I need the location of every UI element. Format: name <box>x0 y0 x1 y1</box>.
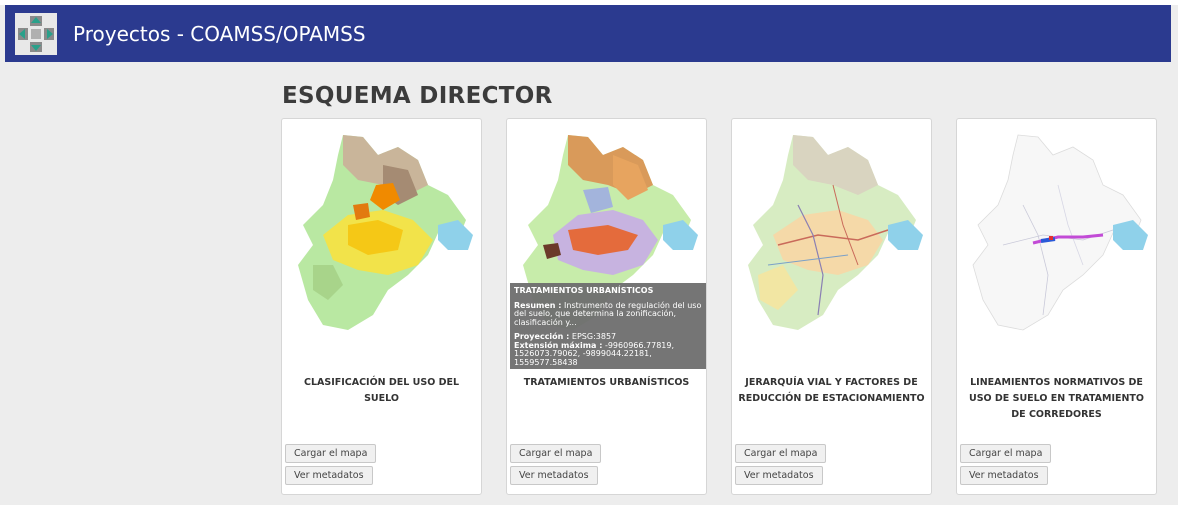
card-title: LINEAMIENTOS NORMATIVOS DE USO DE SUELO … <box>968 377 1144 420</box>
tooltip-extent-label: Extensión máxima : <box>514 340 603 350</box>
card-title: JERARQUÍA VIAL Y FACTORES DE REDUCCIÓN D… <box>738 377 925 404</box>
view-metadata-button[interactable]: Ver metadatos <box>960 466 1048 485</box>
corridor-guidelines-map-thumbnail[interactable] <box>963 125 1152 369</box>
tooltip-projection: Proyección : EPSG:3857 <box>514 332 702 342</box>
tooltip-summary-text: Instrumento de regulación del uso del su… <box>514 300 702 327</box>
tooltip-projection-value: EPSG:3857 <box>571 332 617 341</box>
opamss-logo-icon[interactable] <box>15 12 57 55</box>
map-card-land-use: CLASIFICACIÓN DEL USO DEL SUELO Cargar e… <box>281 118 482 495</box>
tooltip-summary: Resumen : Instrumento de regulación del … <box>514 300 702 328</box>
card-title: TRATAMIENTOS URBANÍSTICOS <box>523 377 690 388</box>
top-strip <box>0 0 1178 5</box>
load-map-button[interactable]: Cargar el mapa <box>960 444 1052 463</box>
tooltip-extent: Extensión máxima : -9960966.77819, 15260… <box>514 340 702 368</box>
road-hierarchy-map-thumbnail[interactable] <box>738 125 927 369</box>
view-metadata-button[interactable]: Ver metadatos <box>285 466 373 485</box>
app-title: Proyectos - COAMSS/OPAMSS <box>73 21 366 46</box>
card-title: CLASIFICACIÓN DEL USO DEL SUELO <box>303 377 460 404</box>
tooltip-heading: TRATAMIENTOS URBANÍSTICOS <box>514 286 654 295</box>
tooltip-summary-label: Resumen : <box>514 300 562 310</box>
load-map-button[interactable]: Cargar el mapa <box>285 444 377 463</box>
view-metadata-button[interactable]: Ver metadatos <box>735 466 823 485</box>
load-map-button[interactable]: Cargar el mapa <box>735 444 827 463</box>
urban-treatment-map-thumbnail[interactable] <box>513 125 702 369</box>
map-card-corridor-guidelines: LINEAMIENTOS NORMATIVOS DE USO DE SUELO … <box>956 118 1157 495</box>
load-map-button[interactable]: Cargar el mapa <box>510 444 602 463</box>
map-card-urban-treatment: TRATAMIENTOS URBANÍSTICOS Resumen : Inst… <box>506 118 707 495</box>
tooltip-projection-label: Proyección : <box>514 332 570 341</box>
header-bar: Proyectos - COAMSS/OPAMSS <box>5 5 1171 62</box>
view-metadata-button[interactable]: Ver metadatos <box>510 466 598 485</box>
land-use-map-thumbnail[interactable] <box>288 125 477 369</box>
metadata-tooltip: TRATAMIENTOS URBANÍSTICOS Resumen : Inst… <box>510 283 706 369</box>
map-card-road-hierarchy: JERARQUÍA VIAL Y FACTORES DE REDUCCIÓN D… <box>731 118 932 495</box>
page-title: ESQUEMA DIRECTOR <box>282 83 553 109</box>
tooltip-extent-value: -9960966.77819, 1526073.79062, -9899044.… <box>514 340 675 367</box>
